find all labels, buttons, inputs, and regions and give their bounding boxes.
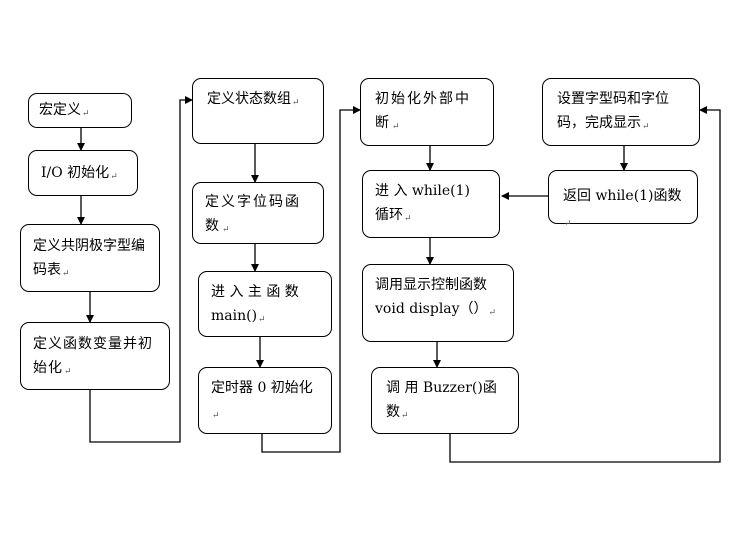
node-label: 定义共阴极字型编码表 (33, 238, 145, 278)
paragraph-mark-icon: ↵ (258, 315, 266, 325)
node-return-loop: 返回 while(1)函数 ↵ (548, 170, 698, 229)
node-label: 定时器 0 初始化 (211, 380, 313, 396)
paragraph-mark-icon: ↵ (82, 109, 90, 119)
node-call-display: 调用显示控制函数 void display（）↵ (362, 264, 514, 342)
node-func-var-init: 定义函数变量并初始化↵ (20, 322, 170, 390)
node-seg-code-table: 定义共阴极字型编码表↵ (20, 224, 160, 292)
node-timer-init: 定时器 0 初始化 ↵ (198, 367, 332, 434)
node-macro-def: 宏定义↵ (28, 93, 132, 128)
paragraph-mark-icon: ↵ (564, 219, 572, 229)
paragraph-mark-icon: ↵ (212, 411, 220, 421)
node-io-init: I/O 初始化↵ (28, 150, 138, 196)
node-set-codes: 设置字型码和字位码，完成显示↵ (542, 78, 700, 146)
connector-col1-to-col2 (89, 96, 193, 443)
node-label: 调用显示控制函数 void display（） (375, 277, 492, 317)
node-label: 定义字位码函数 (205, 194, 301, 234)
node-label: 宏定义 (39, 102, 81, 118)
paragraph-mark-icon: ↵ (642, 122, 650, 132)
paragraph-mark-icon: ↵ (64, 367, 73, 377)
paragraph-mark-icon: ↵ (392, 122, 402, 132)
node-label: I/O 初始化 (41, 165, 110, 181)
node-state-array: 定义状态数组↵ (192, 78, 324, 144)
node-label: 调 用 Buzzer()函数 (386, 380, 497, 420)
paragraph-mark-icon: ↵ (62, 269, 70, 279)
node-digit-func: 定义字位码函数↵ (192, 182, 324, 244)
node-call-buzzer: 调 用 Buzzer()函数↵ (371, 367, 519, 434)
node-label: 进 入 主 函 数 main() (211, 284, 304, 324)
node-label: 返回 while(1)函数 (563, 188, 682, 204)
paragraph-mark-icon: ↵ (404, 214, 412, 224)
node-label: 初始化外部中断 (375, 91, 471, 131)
node-enter-loop: 进 入 while(1) 循环↵ (362, 170, 500, 238)
paragraph-mark-icon: ↵ (222, 225, 232, 235)
node-label: 设置字型码和字位码，完成显示 (557, 91, 669, 131)
node-ext-int-init: 初始化外部中断↵ (360, 78, 494, 146)
node-label: 定义函数变量并初始化 (33, 336, 153, 376)
connector-col2-to-col3 (261, 106, 361, 453)
node-label: 定义状态数组 (207, 91, 291, 107)
paragraph-mark-icon: ↵ (488, 308, 497, 318)
paragraph-mark-icon: ↵ (110, 172, 118, 182)
node-enter-main: 进 入 主 函 数 main()↵ (198, 271, 332, 337)
paragraph-mark-icon: ↵ (292, 98, 300, 108)
node-label: 进 入 while(1) 循环 (375, 183, 475, 223)
paragraph-mark-icon: ↵ (401, 411, 409, 421)
connector-col3-to-col4 (449, 106, 721, 463)
